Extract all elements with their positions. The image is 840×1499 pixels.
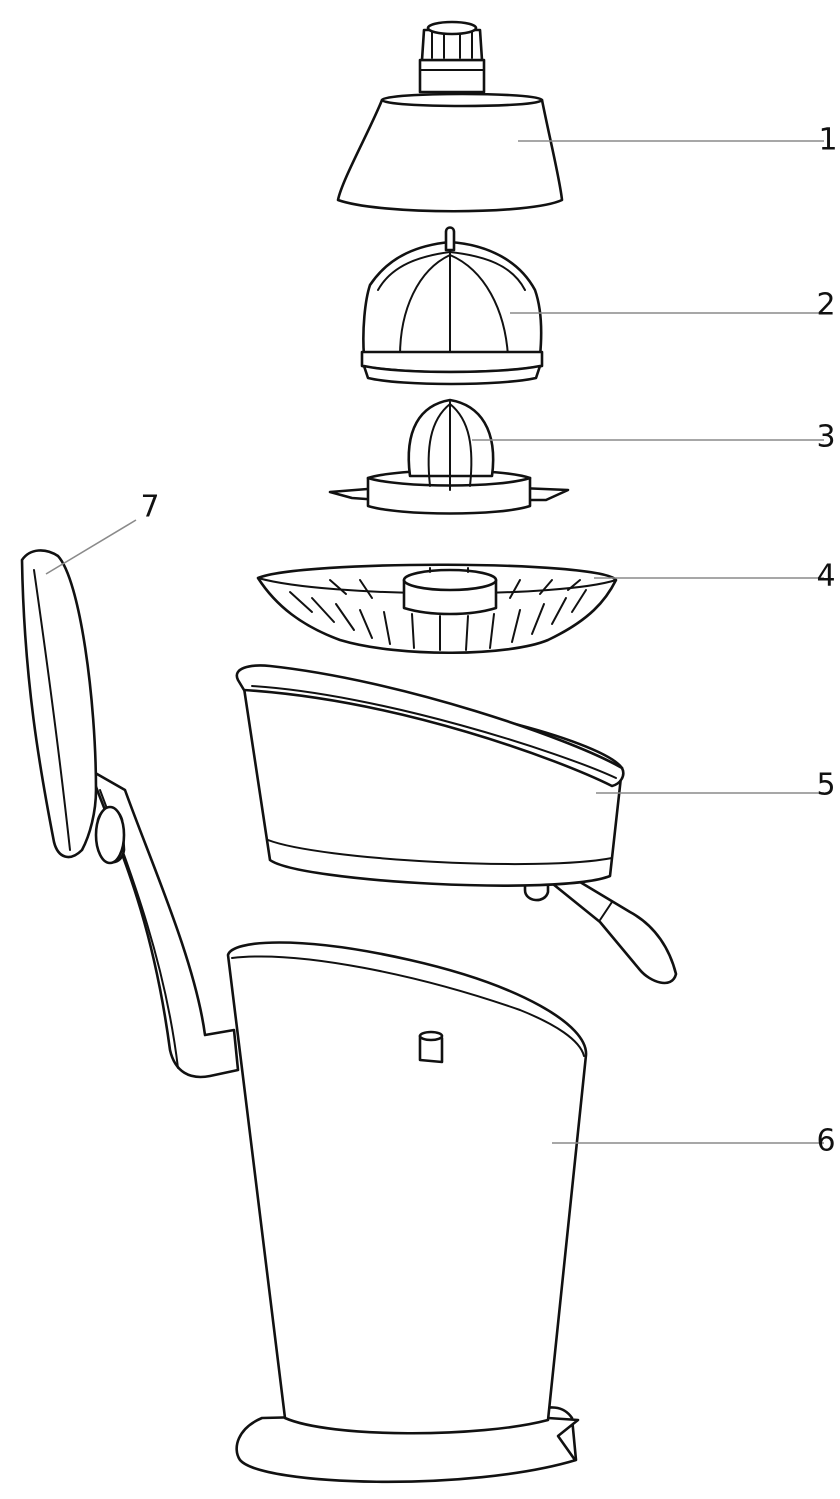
pusher-cover [336,20,564,213]
large-reamer [360,226,544,386]
callouts: 1 2 3 4 5 6 7 [140,123,837,1159]
callout-4: 4 [816,559,835,594]
callout-7: 7 [140,490,159,525]
small-reamer [328,398,570,515]
strainer-bowl [256,563,618,655]
base-housing [226,941,588,1484]
leader-lines [45,140,824,1144]
juice-container [235,664,678,985]
callout-3: 3 [816,420,835,455]
callout-6: 6 [816,1124,835,1159]
lever-arm [20,549,240,1079]
leader-line-7 [45,519,137,575]
callout-1: 1 [818,123,837,158]
callout-5: 5 [816,768,835,803]
callout-2: 2 [816,288,835,323]
